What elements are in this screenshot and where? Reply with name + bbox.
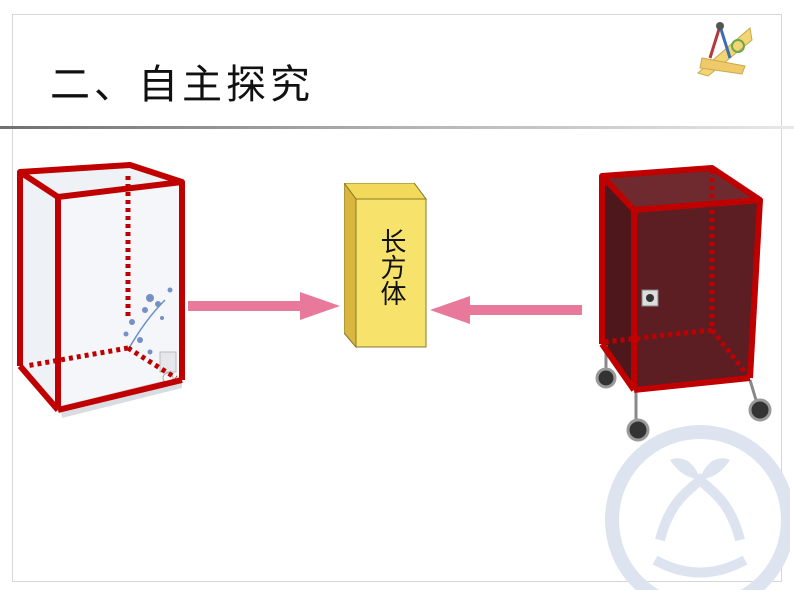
title-divider <box>0 126 794 129</box>
freezer-illustration <box>17 162 185 418</box>
education-logo-watermark <box>605 425 790 590</box>
compass-ruler-icon <box>696 22 753 77</box>
slide-frame <box>12 14 782 582</box>
slide-title: 二、自主探究 <box>50 62 314 108</box>
right-arrow-icon <box>188 292 340 320</box>
cabinet-illustration <box>595 165 772 442</box>
cuboid-label: 长方体 <box>376 228 406 306</box>
left-arrow-icon <box>430 296 582 324</box>
cuboid-shape <box>344 183 427 349</box>
